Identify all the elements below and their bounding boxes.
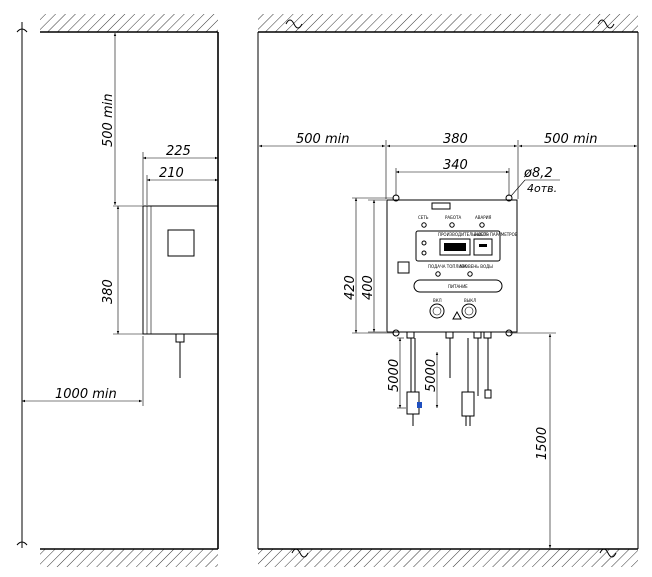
ceiling-break-left <box>285 19 303 29</box>
dim-floor-height: 1500 <box>535 427 550 460</box>
warning-icon <box>452 310 462 320</box>
gland-4 <box>483 331 492 339</box>
dim-depth-body: 210 <box>159 166 184 181</box>
controller-screen <box>444 243 466 251</box>
cabinet-side <box>142 205 219 335</box>
led-ctrl-1 <box>421 240 427 246</box>
floor-break-right <box>599 548 617 558</box>
front-view: СЕТЬ РАБОТА АВАРИЯ ПРОИЗВОДИТЕЛЬНОСТЬ ВЫ… <box>257 14 639 567</box>
label-productivity: ПРОИЗВОДИТЕЛЬНОСТЬ <box>438 232 489 237</box>
floor-break-left <box>291 548 309 558</box>
label-btn-right: ВЫКЛ <box>464 298 476 303</box>
led-alarm <box>479 222 485 228</box>
led-water <box>467 271 473 277</box>
selector-knob <box>479 244 487 247</box>
label-top-center: РАБОТА <box>445 215 461 220</box>
led-ctrl-2 <box>421 250 427 256</box>
dim-top-clearance: 500 min <box>101 94 116 147</box>
dim-hole-diameter: ø8,2 <box>523 166 553 181</box>
wall-break-top <box>16 28 28 33</box>
ceiling-hatch-right <box>258 14 638 32</box>
ceiling-hatch-left <box>40 14 218 32</box>
gland-3 <box>473 331 482 339</box>
led-fuel <box>435 271 441 277</box>
cabinet-door-edge <box>146 205 152 335</box>
button-off <box>461 303 477 319</box>
cable-right-plug <box>484 389 492 399</box>
dim-depth-total: 225 <box>166 144 191 159</box>
label-mid-right: УРОВЕНЬ ВОДЫ <box>460 264 493 269</box>
floor-hatch-right <box>258 549 638 567</box>
led-work <box>449 222 455 228</box>
led-network <box>421 222 427 228</box>
dim-cable-right: 5000 <box>424 359 439 392</box>
label-btn-left: ВКЛ <box>433 298 442 303</box>
wall-break-bottom <box>16 541 28 546</box>
controller-display <box>439 238 471 256</box>
dim-side-height: 380 <box>101 279 116 304</box>
dim-left-clearance: 500 min <box>296 132 349 147</box>
dim-hole-spacing: 340 <box>443 158 468 173</box>
leader-hole <box>510 179 526 197</box>
dim-hole-count: 4отв. <box>527 182 557 195</box>
dim-right-clearance: 500 min <box>544 132 597 147</box>
label-top-left: СЕТЬ <box>418 215 429 220</box>
dim-height-total: 420 <box>343 275 358 300</box>
label-bar: ПИТАНИЕ <box>448 284 468 289</box>
side-view: 500 min 380 225 210 1000 min <box>16 14 219 567</box>
button-on <box>429 303 445 319</box>
label-mid-left: ПОДАЧА ТОПЛИВА <box>428 264 467 269</box>
dim-side-clearance: 1000 min <box>55 387 117 402</box>
floor-hatch-left <box>40 549 218 567</box>
dim-cable-left: 5000 <box>387 359 402 392</box>
side-socket <box>397 261 410 274</box>
power-bar <box>413 279 503 293</box>
dim-height-body: 400 <box>361 275 376 300</box>
label-top-right: АВАРИЯ <box>475 215 492 220</box>
button-off-inner <box>464 306 474 316</box>
sensor-mid-body <box>461 391 475 417</box>
ceiling-break-right <box>597 19 615 29</box>
button-on-inner <box>432 306 442 316</box>
gland-1 <box>406 331 415 339</box>
cabinet-side-window <box>167 229 195 257</box>
sensor-left-accent <box>417 402 422 408</box>
controller-block <box>415 230 501 262</box>
label-unit: ВЫБОР ПАРАМЕТРОВ <box>474 232 518 237</box>
gland-2 <box>445 331 454 339</box>
cabinet-top-tab <box>431 202 451 210</box>
parameter-selector <box>473 238 493 256</box>
side-gland <box>175 333 185 343</box>
dim-width-total: 380 <box>443 132 468 147</box>
